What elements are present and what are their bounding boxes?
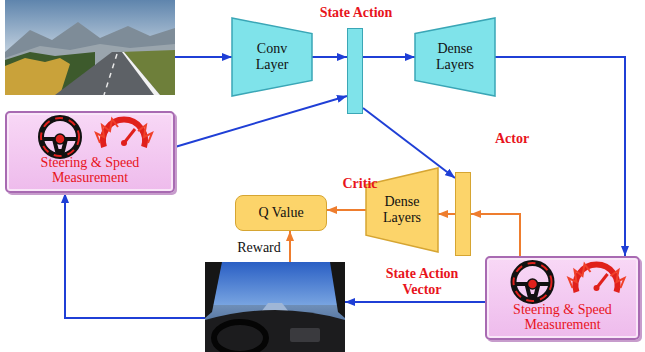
a-pillar — [330, 262, 345, 318]
dense-layers-block: Dense Layers — [415, 18, 495, 96]
bar-heading: Actor — [486, 131, 538, 147]
text-wrap: Q Value — [241, 205, 321, 221]
image-input-arrow — [175, 56, 232, 58]
road-edge-line — [122, 52, 160, 95]
q-value-box: Q Value — [235, 195, 327, 231]
lane-line — [104, 54, 117, 95]
steering-wheel-icon — [514, 263, 552, 301]
sky — [5, 0, 175, 95]
connector-arrow — [438, 213, 455, 215]
connector-arrow — [312, 56, 347, 58]
dashboard — [205, 310, 345, 352]
road-view — [205, 305, 345, 352]
trapezoid-fill — [415, 18, 495, 96]
steering-wheel-icon — [41, 118, 79, 156]
road-photo — [5, 0, 175, 95]
console — [290, 328, 320, 342]
connector-arrow — [495, 57, 625, 256]
feedback-arrow — [65, 193, 205, 318]
text-wrap: Steering & Speed Measurement — [504, 302, 622, 333]
conv-layer-block: Conv Layer — [232, 18, 312, 96]
text-wrap: Dense Layers — [426, 41, 484, 72]
text-wrap: Conv Layer — [245, 41, 299, 72]
car-cockpit-photo — [205, 262, 345, 352]
speedometer-icon — [96, 119, 152, 147]
connector-arrow — [471, 214, 520, 256]
reward-arrow — [289, 231, 291, 262]
trapezoid-fill — [232, 18, 312, 96]
state-action-vector-arrow — [345, 301, 485, 303]
autumn-trees — [5, 58, 70, 95]
connector-arrow — [175, 96, 347, 147]
road — [55, 52, 160, 95]
connector-arrow — [327, 209, 366, 211]
connector-arrow — [363, 56, 415, 58]
steering-wheel — [214, 322, 266, 352]
node-text: Dense Layers — [426, 41, 484, 72]
state-action-vector-label: State Action Vector — [372, 266, 472, 297]
node-text: Conv Layer — [245, 41, 299, 72]
actor-bar: Actor — [455, 172, 471, 256]
a-pillar — [205, 262, 222, 318]
critic-label: Critic — [336, 176, 384, 192]
measurement-box: Steering & Speed Measurement — [485, 256, 640, 340]
windshield-sky — [205, 262, 345, 352]
connector-arrow — [363, 108, 455, 178]
state-action-bar: State Action — [347, 28, 363, 114]
measurement-box: Steering & Speed Measurement — [5, 111, 175, 193]
node-text: Dense Layers — [374, 194, 430, 225]
measurement-text: Steering & Speed Measurement — [504, 302, 622, 333]
text-wrap: Steering & Speed Measurement — [31, 155, 149, 186]
node-text: Q Value — [258, 205, 303, 221]
text-wrap: Dense Layers — [374, 194, 430, 225]
measurement-text: Steering & Speed Measurement — [31, 155, 149, 186]
speedometer-icon — [569, 264, 625, 292]
bar-heading: State Action — [306, 5, 406, 21]
reward-label: Reward — [234, 240, 284, 256]
